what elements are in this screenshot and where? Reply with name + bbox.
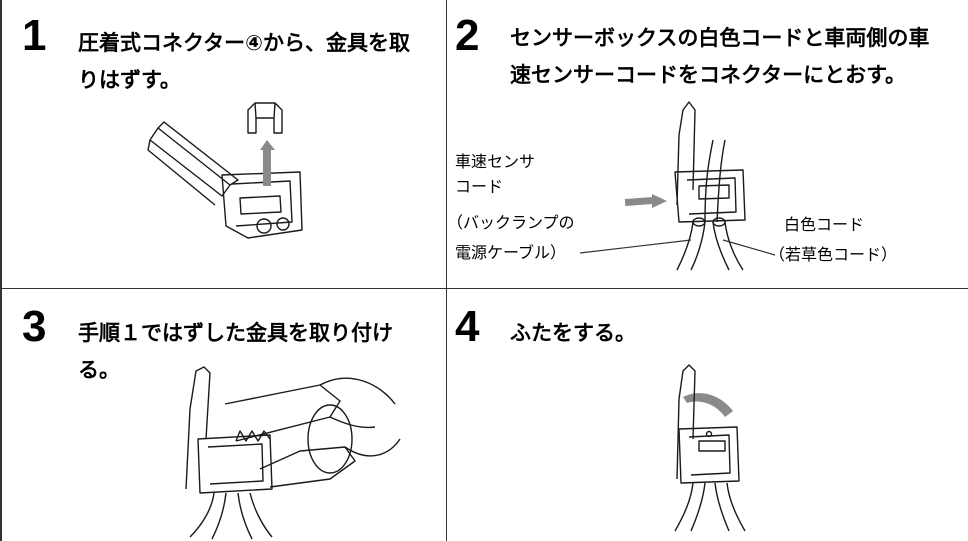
close-lid-illustration [447, 289, 968, 541]
step-number: 3 [22, 302, 47, 351]
step-3-panel: 3 手順１ではずした金具を取り付ける。 [0, 289, 447, 541]
step-number: 4 [455, 302, 480, 351]
step-1-panel: 1 圧着式コネクター④から、金具を取りはずす。 [0, 0, 447, 289]
step-text: 圧着式コネクター④から、金具を取りはずす。 [78, 31, 410, 92]
label-vehicle-speed-sensor: 車速センサ [455, 152, 536, 171]
step-4-panel: 4 ふたをする。 [447, 289, 968, 541]
label-vehicle-speed-sensor-2: コード [455, 177, 504, 196]
label-backup-lamp-2: 電源ケーブル） [455, 243, 567, 262]
label-white-cord: 白色コード [784, 215, 865, 234]
cord-insertion-illustration [447, 0, 968, 289]
step-number: 2 [455, 11, 480, 60]
step-number: 1 [22, 11, 47, 60]
step-text: 手順１ではずした金具を取り付ける。 [78, 321, 393, 382]
up-arrow-icon [260, 140, 275, 150]
divider-middle [0, 288, 968, 289]
step-text: センサーボックスの白色コードと車両側の車速センサーコードをコネクターにとおす。 [510, 26, 930, 87]
connector-open-illustration [0, 0, 447, 289]
step-2-panel: 2 センサーボックスの白色コードと車両側の車速センサーコードをコネクターにとおす… [447, 0, 968, 289]
divider-center [446, 0, 447, 541]
label-light-green-cord: （若草色コード） [769, 245, 898, 264]
label-backup-lamp: （バックランプの [447, 213, 575, 232]
right-arrow-icon [652, 194, 667, 208]
divider-left [0, 0, 2, 541]
step-text: ふたをする。 [510, 321, 636, 345]
clip-pliers-illustration [0, 289, 447, 541]
curved-arrow-icon [683, 393, 733, 417]
